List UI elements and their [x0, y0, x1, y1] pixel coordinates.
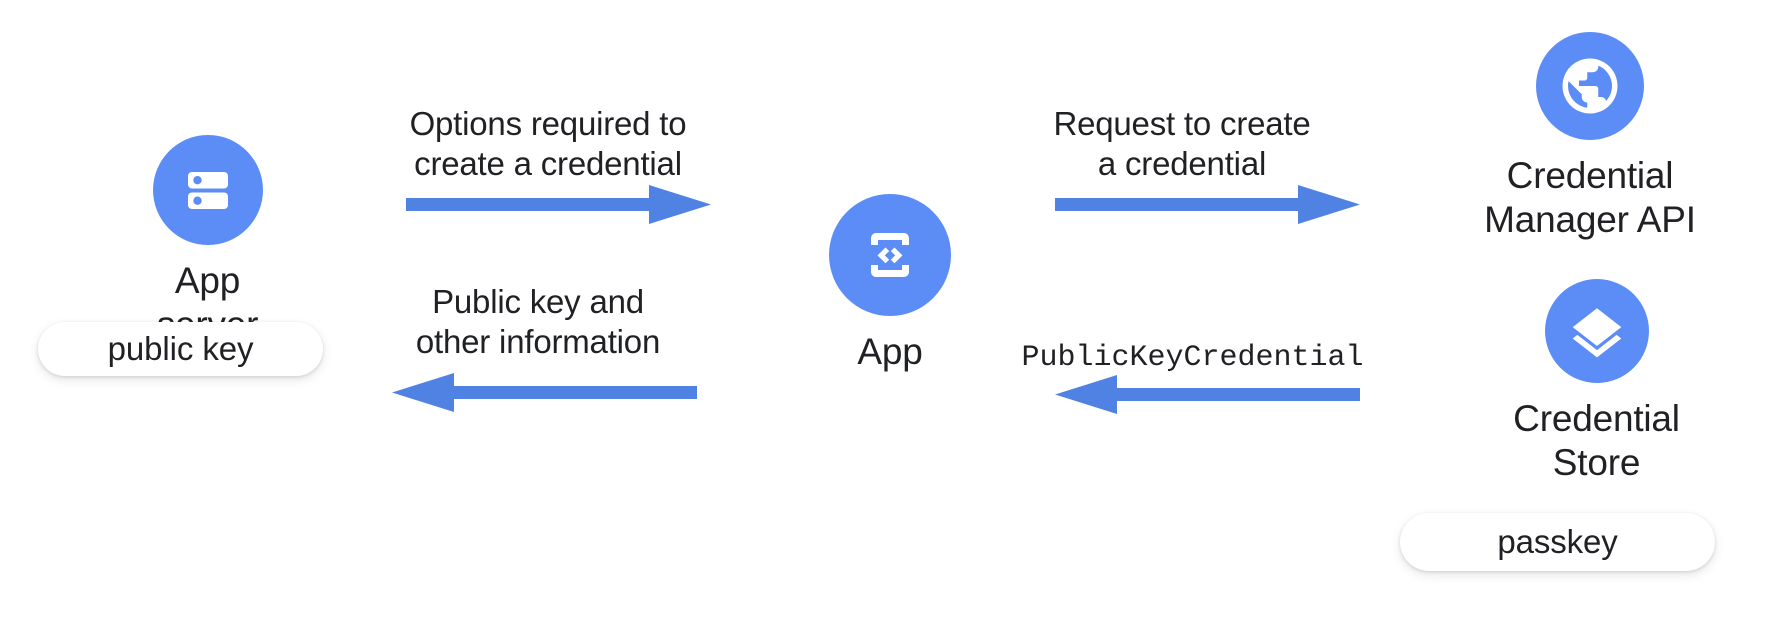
credential-store-label: Credential Store [1513, 398, 1680, 483]
arrow-label-options-required: Options required to create a credential [409, 105, 687, 182]
server-icon [179, 161, 237, 219]
globe-icon [1557, 53, 1623, 119]
chip-public-key-text: public key [107, 330, 254, 367]
arrow-label-public-key-credential: PublicKeyCredential [1021, 341, 1364, 375]
chip-public-key: public key [38, 322, 323, 376]
arrow-label-request-to-create: Request to create a credential [1053, 105, 1311, 182]
chip-passkey-text: passkey [1497, 523, 1618, 560]
app-icon-circle [829, 194, 951, 316]
arrow-public-key-response [392, 370, 697, 416]
arrow-options-required [406, 182, 711, 228]
credential-manager-icon-circle [1536, 32, 1644, 140]
node-credential-manager-api: Credential Manager API [1470, 32, 1710, 242]
chip-passkey: passkey [1400, 513, 1715, 571]
credential-manager-api-label: Credential Manager API [1484, 155, 1696, 240]
arrow-request-to-create [1055, 182, 1360, 228]
arrow-label-public-key-response: Public key and other information [415, 283, 661, 360]
arrow-public-key-credential [1055, 372, 1360, 418]
node-app: App [825, 194, 955, 374]
app-label: App [857, 331, 923, 372]
app-server-icon-circle [152, 135, 263, 245]
code-phone-icon [858, 223, 922, 287]
node-app-server: App server [120, 135, 295, 347]
layers-icon [1566, 300, 1628, 362]
node-credential-store: Credential Store [1484, 279, 1709, 485]
credential-store-icon-circle [1544, 279, 1649, 383]
